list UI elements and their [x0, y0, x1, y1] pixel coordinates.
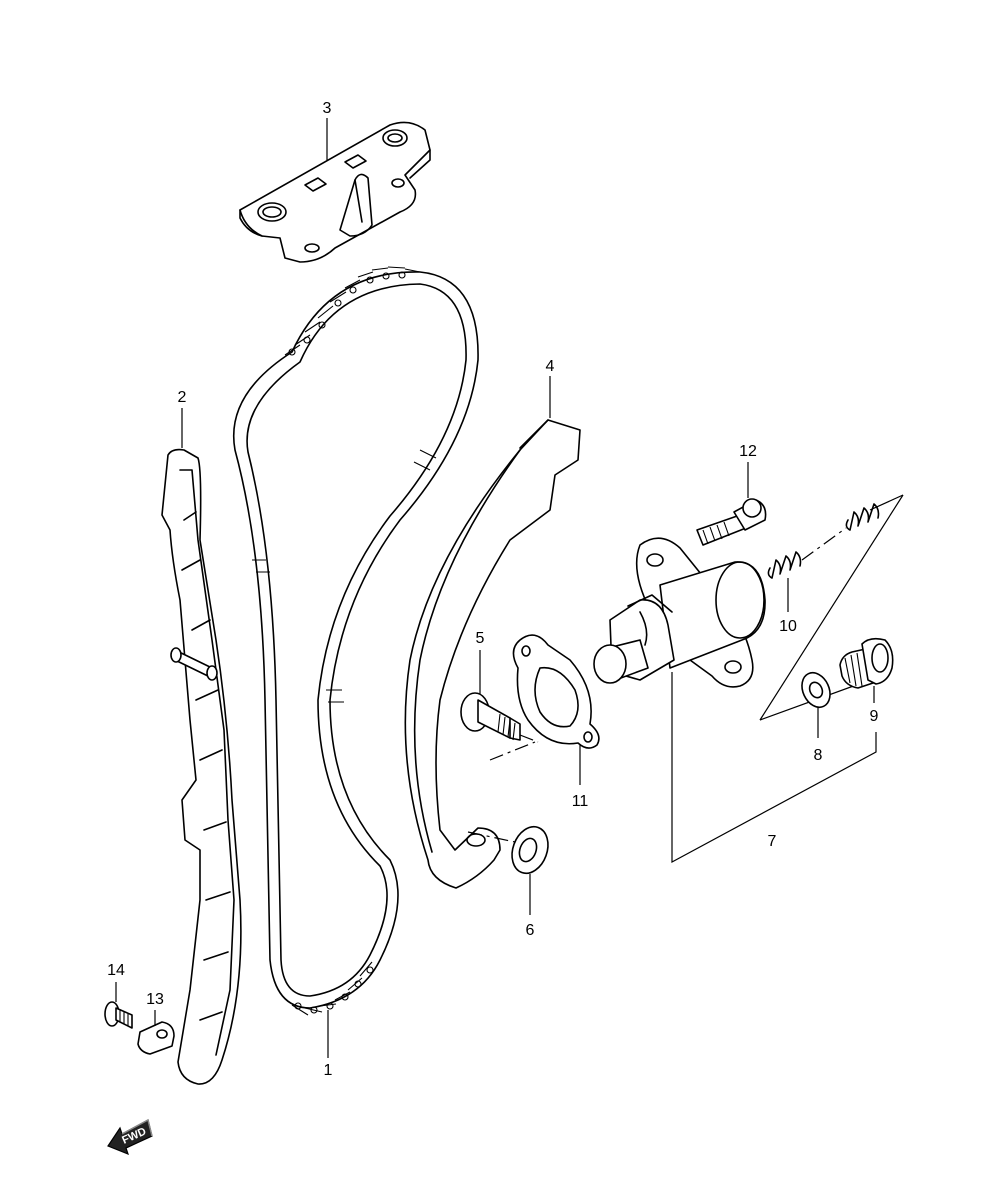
svg-text:12: 12	[739, 443, 757, 460]
part-4-tensioner-guide[interactable]	[404, 419, 581, 889]
part-1-cam-chain[interactable]	[233, 266, 479, 1016]
callout-2: 2	[178, 389, 187, 448]
svg-text:4: 4	[546, 358, 555, 375]
part-13-nut-plate[interactable]	[137, 1021, 175, 1055]
part-14-screw[interactable]	[104, 1001, 133, 1029]
svg-text:10: 10	[779, 618, 797, 635]
svg-text:14: 14	[107, 962, 125, 979]
callout-11: 11	[572, 745, 589, 810]
part-2-chain-guide[interactable]	[161, 448, 242, 1085]
part-3-chain-guide-bracket[interactable]	[239, 121, 431, 263]
part-10-spring[interactable]	[759, 494, 904, 721]
part-5-pivot-bolt[interactable]	[460, 692, 521, 741]
part-6-washer[interactable]	[467, 822, 554, 879]
part-12-bolt[interactable]	[696, 498, 767, 546]
callout-12: 12	[739, 443, 757, 498]
svg-text:1: 1	[324, 1062, 333, 1079]
callout-8: 8	[814, 708, 823, 764]
svg-text:3: 3	[323, 100, 332, 117]
svg-text:11: 11	[572, 793, 589, 810]
callout-10: 10	[779, 578, 797, 635]
callout-14: 14	[107, 962, 125, 1002]
callout-3: 3	[323, 100, 332, 160]
svg-text:2: 2	[178, 389, 187, 406]
callout-9: 9	[870, 686, 879, 725]
part-9-cap-bolt[interactable]	[839, 637, 894, 689]
svg-text:7: 7	[768, 833, 777, 850]
callout-1: 1	[324, 1010, 333, 1079]
callout-4: 4	[546, 358, 555, 418]
part-11-gasket[interactable]	[512, 634, 600, 749]
svg-text:13: 13	[146, 991, 164, 1008]
svg-text:5: 5	[476, 630, 485, 647]
callout-7: 7	[671, 672, 877, 864]
svg-text:9: 9	[870, 708, 879, 725]
callout-13: 13	[146, 991, 164, 1026]
callout-6: 6	[526, 874, 535, 939]
svg-text:8: 8	[814, 747, 823, 764]
callout-5: 5	[476, 630, 539, 761]
part-7-tensioner-assembly[interactable]	[593, 537, 766, 688]
svg-text:6: 6	[526, 922, 535, 939]
part-8-washer[interactable]	[797, 668, 836, 712]
fwd-direction-arrow-icon: FWD	[107, 1118, 153, 1156]
